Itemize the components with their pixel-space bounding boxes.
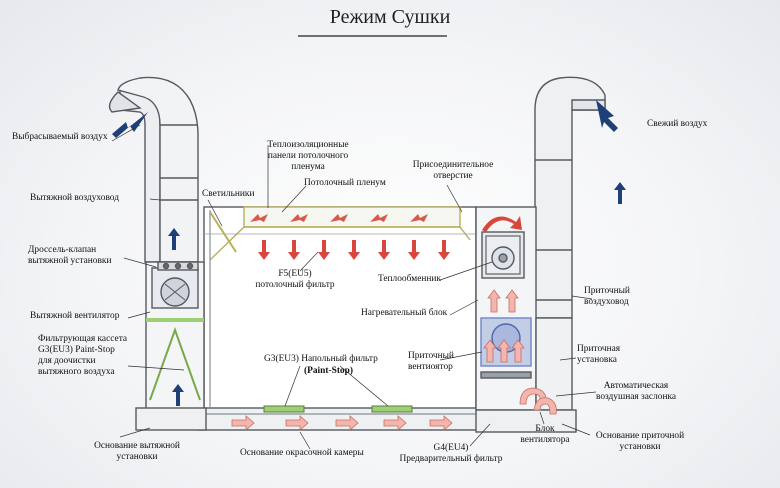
label-heat-exchanger: Теплообменник [378, 274, 441, 284]
label-auto-damper: Автоматическая воздушная заслонка [595, 381, 677, 402]
arrow-down-group [258, 240, 450, 260]
arrow-down-icon-5 [378, 240, 390, 260]
label-supply-unit: Приточная установка [577, 344, 621, 365]
booth-body [197, 206, 483, 431]
label-exhaust-fan: Вытяжной вентилятор [30, 311, 120, 321]
arrow-up-icon-filter [172, 384, 184, 406]
fresh-air-duct [534, 76, 606, 319]
filter-icon [149, 327, 201, 401]
arrow-down-icon-7 [438, 240, 450, 260]
floor-filter-right [371, 405, 413, 413]
label-connection-hole: Присоединительное отверстие [412, 160, 494, 181]
arrow-up-icon-exhaust [168, 228, 180, 250]
exhaust-duct [108, 76, 199, 263]
label-exhaust-duct: Вытяжной воздуховод [30, 193, 119, 203]
arrow-right-icon-2 [335, 415, 359, 431]
arrow-exhaust-out-icon [112, 112, 148, 138]
swirl-arrow-icon-top [482, 216, 522, 232]
label-ceiling-filter: F5(EU5) потолочный фильтр [255, 269, 335, 290]
fan-icon-heat [491, 246, 515, 270]
label-paint-stop: (Paint-Stop) [304, 366, 353, 376]
arrow-down-icon-4 [348, 240, 360, 260]
arrow-up-icon-fresh [614, 182, 626, 204]
fan-icon [160, 277, 190, 307]
label-supply-fan: Приточный вентиоятор [408, 351, 454, 372]
label-prefilter: G4(EU4) Предварительный фильтр [399, 443, 503, 464]
arrow-up-pink-group [483, 289, 525, 363]
exhaust-unit [135, 261, 207, 431]
arrow-blue-group [112, 100, 626, 406]
arrow-down-icon-2 [288, 240, 300, 260]
label-supply-duct: Приточный воздуховод [584, 286, 630, 307]
arrow-right-icon-4 [429, 415, 453, 431]
page-title: Режим Сушки [329, 6, 451, 28]
plenum-arrows [250, 214, 428, 222]
arrow-right-group [231, 415, 453, 431]
arrow-down-icon-1 [258, 240, 270, 260]
arrow-right-icon-3 [383, 415, 407, 431]
swirl-arrow-icon-bottom [519, 387, 557, 415]
arrow-right-icon-1 [285, 415, 309, 431]
label-fresh-air: Свежий воздух [647, 119, 708, 129]
label-lamps: Светильники [202, 189, 255, 199]
label-ceiling-plenum: Потолочный пленум [304, 178, 386, 188]
label-supply-base: Основание приточной установки [595, 431, 685, 452]
label-ceiling-panels: Теплоизоляционные панели потолочного пле… [267, 140, 349, 172]
label-exhaust-base: Основание вытяжной установки [94, 441, 180, 462]
label-fan-block: Блок вентилятора [520, 424, 570, 445]
arrow-fresh-in-icon [596, 100, 618, 132]
label-heating-block: Нагревательный блок [361, 308, 448, 318]
label-floor-filter: G3(EU3) Напольный фильтр [264, 354, 378, 364]
label-exhaust-air: Выбрасываемый воздух [12, 132, 108, 142]
arrow-down-icon-6 [408, 240, 420, 260]
label-filter-cassette: Фильтрующая кассета G3(EU3) Paint-Stop д… [38, 334, 128, 377]
label-throttle-valve: Дроссель-клапан вытяжной установки [28, 245, 112, 266]
arrow-down-icon-3 [318, 240, 330, 260]
floor-filter-left [263, 405, 305, 413]
supply-unit [475, 206, 577, 433]
label-booth-base: Основание окрасочной камеры [240, 448, 364, 458]
leader-lines [111, 124, 597, 450]
arrow-right-icon-5 [231, 415, 255, 431]
